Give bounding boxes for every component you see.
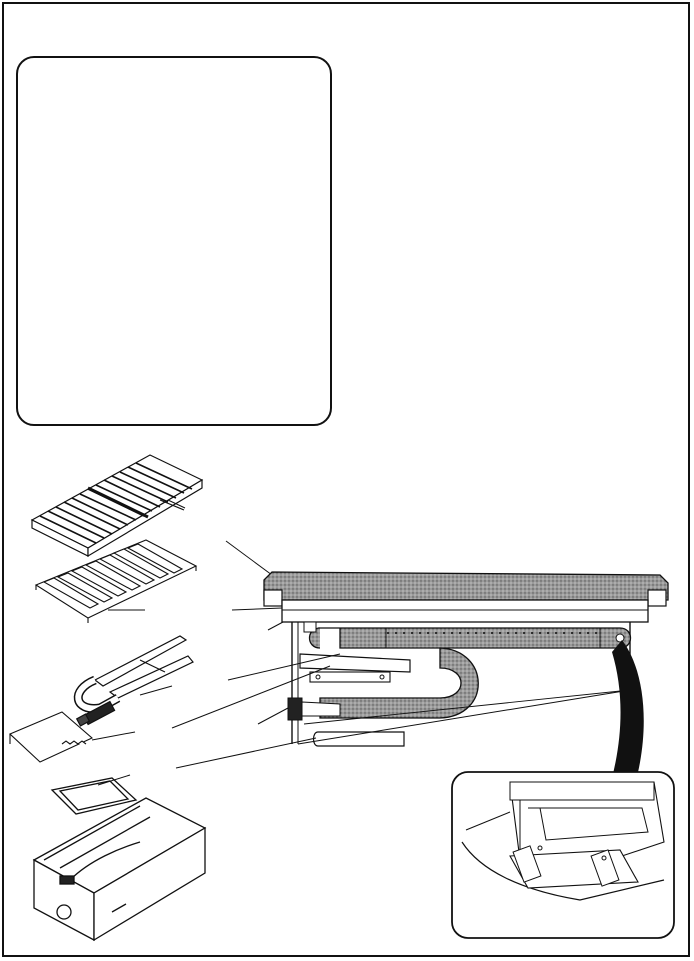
leader-line bbox=[175, 737, 317, 769]
detail-inset bbox=[451, 771, 675, 939]
burner-tube bbox=[73, 635, 194, 727]
firebox bbox=[32, 797, 207, 942]
leader-line bbox=[267, 621, 284, 631]
leader-line bbox=[167, 499, 186, 509]
empty-callout-box bbox=[16, 56, 332, 426]
leader-line bbox=[91, 731, 136, 741]
leader-line bbox=[171, 665, 331, 729]
leader-line bbox=[257, 707, 289, 725]
leader-line bbox=[97, 774, 131, 786]
grill-cross-section bbox=[263, 571, 669, 747]
heat-shield bbox=[9, 711, 94, 763]
flavor-plates bbox=[34, 539, 198, 623]
drip-tray bbox=[50, 777, 138, 815]
cooking-grate bbox=[30, 454, 204, 558]
leader-line bbox=[139, 685, 173, 696]
leader-line bbox=[225, 540, 273, 576]
leader-line bbox=[231, 607, 283, 611]
leader-line bbox=[227, 653, 341, 681]
